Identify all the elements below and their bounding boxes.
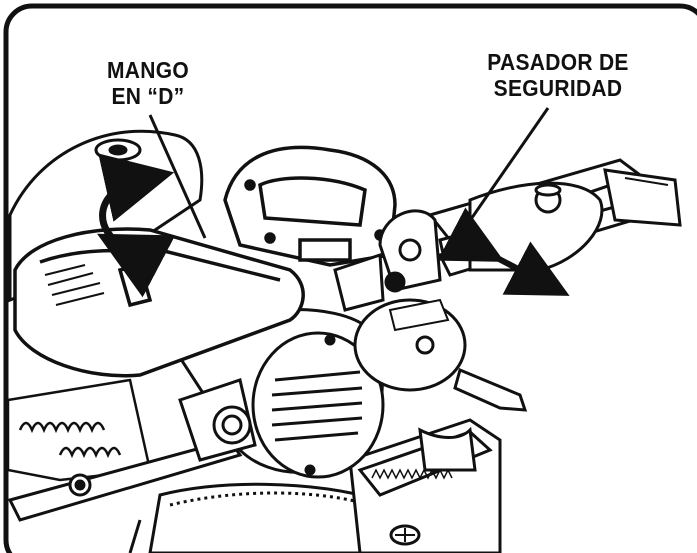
double-headed-straight-arrow-icon [437,207,570,296]
callout-safety-pin-line1: PASADOR DE [487,50,629,76]
arm-joint [178,378,257,462]
saw-blade [6,378,152,482]
border-frame [3,3,697,553]
callout-d-handle: MANGO EN “D” [88,58,208,110]
callout-safety-pin-line2: SEGURIDAD [493,75,623,102]
leader-line-safety-pin [458,107,550,236]
callout-d-handle-line1: MANGO [107,58,189,84]
callout-safety-pin: PASADOR DE SEGURIDAD [468,50,648,102]
trigger-handle [223,145,397,267]
rail [7,438,243,522]
slide-rails [427,158,682,277]
lower-guard [353,298,467,392]
double-headed-curved-arrow-icon [97,153,176,298]
leader-line-d-handle [148,114,207,239]
bevel-lever [418,367,528,472]
callout-d-handle-line2: EN “D” [111,83,185,110]
